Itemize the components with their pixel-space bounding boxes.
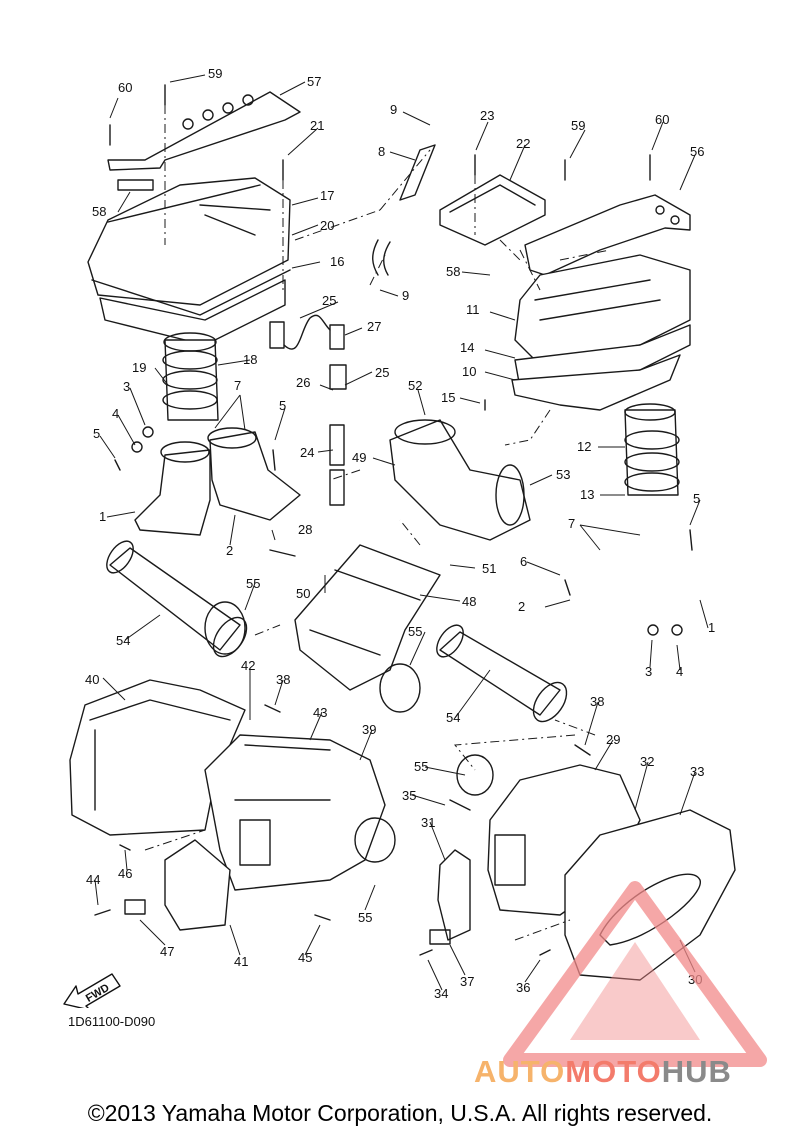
callout-label: 26 (296, 375, 310, 390)
callout-label: 29 (606, 732, 620, 747)
callout-label: 54 (116, 633, 130, 648)
callout-label: 52 (408, 378, 422, 393)
callout-labels: 60 59 57 21 17 20 58 16 9 8 23 22 59 60 … (85, 66, 715, 1001)
callout-label: 57 (307, 74, 321, 89)
fwd-label: FWD (84, 982, 112, 1005)
callout-label: 17 (320, 188, 334, 203)
callout-label: 59 (571, 118, 585, 133)
callout-label: 16 (330, 254, 344, 269)
callout-label: 5 (279, 398, 286, 413)
callout-label: 5 (93, 426, 100, 441)
callout-label: 4 (676, 664, 683, 679)
callout-label: 9 (402, 288, 409, 303)
callout-label: 58 (92, 204, 106, 219)
callout-label: 48 (462, 594, 476, 609)
copyright-notice: ©2013 Yamaha Motor Corporation, U.S.A. A… (87, 1100, 713, 1126)
callout-label: 24 (300, 445, 314, 460)
callout-label: 33 (690, 764, 704, 779)
callout-label: 7 (568, 516, 575, 531)
callout-label: 44 (86, 872, 100, 887)
callout-label: 56 (690, 144, 704, 159)
callout-label: 12 (577, 439, 591, 454)
callout-label: 8 (378, 144, 385, 159)
callout-label: 32 (640, 754, 654, 769)
part-drawings (69, 84, 736, 981)
callout-label: 4 (112, 406, 119, 421)
callout-label: 55 (358, 910, 372, 925)
callout-label: 28 (298, 522, 312, 537)
callout-label: 9 (390, 102, 397, 117)
callout-label: 25 (322, 293, 336, 308)
callout-label: 50 (296, 586, 310, 601)
callout-label: 34 (434, 986, 448, 1001)
watermark-triangle-logo (503, 881, 767, 1067)
callout-label: 51 (482, 561, 496, 576)
callout-label: 19 (132, 360, 146, 375)
watermark-text: AUTOMOTOHUB (474, 1054, 732, 1090)
callout-label: 14 (460, 340, 474, 355)
callout-label: 38 (276, 672, 290, 687)
callout-label: 3 (645, 664, 652, 679)
callout-label: 58 (446, 264, 460, 279)
callout-label: 23 (480, 108, 494, 123)
callout-label: 40 (85, 672, 99, 687)
callout-label: 35 (402, 788, 416, 803)
callout-label: 18 (243, 352, 257, 367)
callout-label: 3 (123, 379, 130, 394)
forward-arrow-icon: FWD (63, 973, 121, 1008)
callout-label: 22 (516, 136, 530, 151)
callout-label: 38 (590, 694, 604, 709)
callout-label: 37 (460, 974, 474, 989)
callout-label: 55 (414, 759, 428, 774)
callout-label: 2 (518, 599, 525, 614)
diagram-code: 1D61100-D090 (68, 1014, 156, 1029)
callout-label: 20 (320, 218, 334, 233)
callout-label: 53 (556, 467, 570, 482)
parts-exploded-diagram: 60 59 57 21 17 20 58 16 9 8 23 22 59 60 … (69, 66, 736, 1001)
callout-label: 1 (99, 509, 106, 524)
callout-label: 45 (298, 950, 312, 965)
callout-label: 6 (520, 554, 527, 569)
callout-label: 10 (462, 364, 476, 379)
callout-label: 25 (375, 365, 389, 380)
watermark-part-hub: HUB (661, 1054, 732, 1089)
callout-label: 41 (234, 954, 248, 969)
callout-label: 21 (310, 118, 324, 133)
callout-label: 15 (441, 390, 455, 405)
callout-label: 39 (362, 722, 376, 737)
callout-label: 13 (580, 487, 594, 502)
callout-label: 1 (708, 620, 715, 635)
callout-label: 42 (241, 658, 255, 673)
callout-label: 47 (160, 944, 174, 959)
watermark-part-moto: MOTO (565, 1054, 662, 1089)
leader-lines (94, 74, 709, 991)
callout-label: 60 (655, 112, 669, 127)
callout-label: 2 (226, 543, 233, 558)
callout-label: 5 (693, 491, 700, 506)
callout-label: 55 (408, 624, 422, 639)
callout-label: 60 (118, 80, 132, 95)
callout-label: 31 (421, 815, 435, 830)
callout-label: 43 (313, 705, 327, 720)
callout-label: 46 (118, 866, 132, 881)
callout-label: 49 (352, 450, 366, 465)
callout-label: 54 (446, 710, 460, 725)
callout-label: 11 (466, 302, 480, 317)
callout-label: 59 (208, 66, 222, 81)
callout-label: 7 (234, 378, 241, 393)
assembly-lines (144, 105, 611, 941)
callout-label: 55 (246, 576, 260, 591)
callout-label: 27 (367, 319, 381, 334)
callout-label: 36 (516, 980, 530, 995)
watermark-part-auto: AUTO (474, 1054, 566, 1089)
